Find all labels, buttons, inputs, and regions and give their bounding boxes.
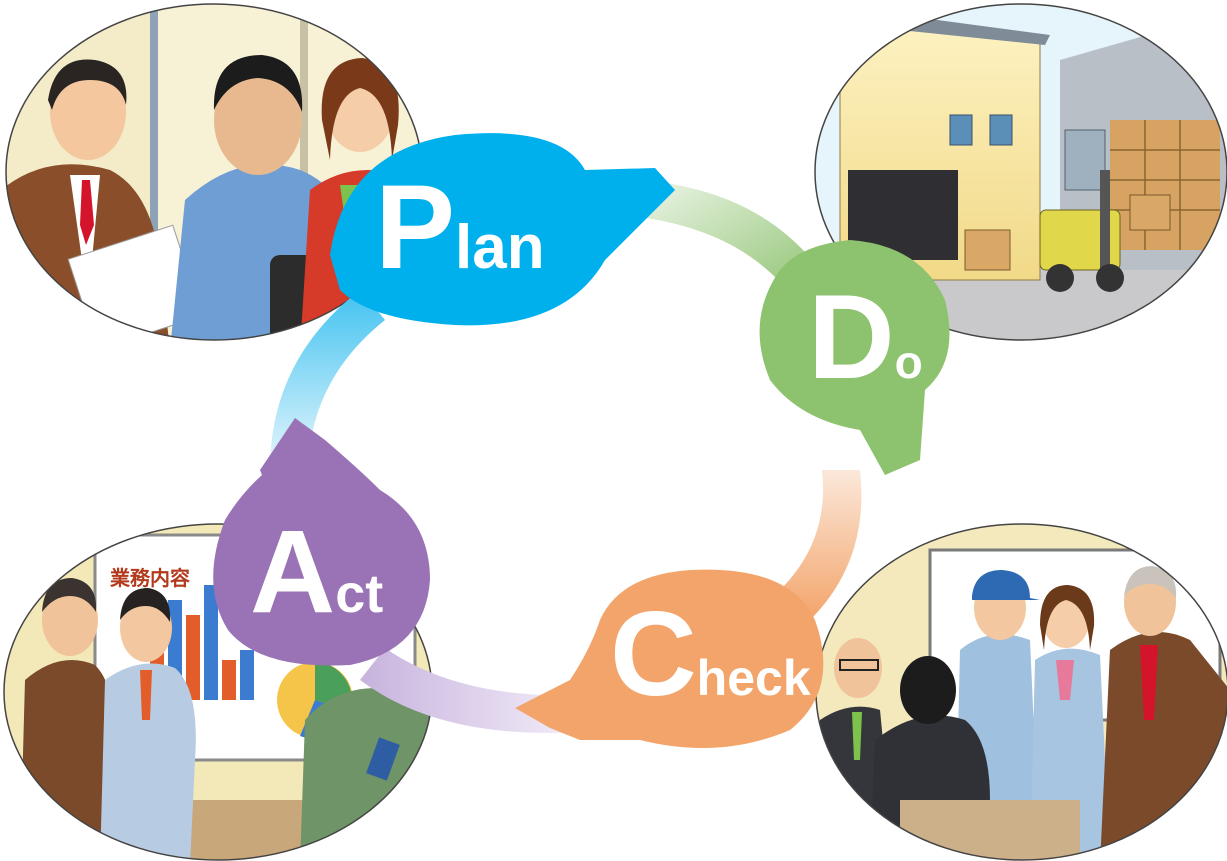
act-stage: Act: [213, 418, 430, 666]
arrow-plan-to-do: [620, 180, 820, 300]
check-initial: C: [610, 587, 697, 721]
act-blob: [213, 418, 430, 666]
do-stage: Do: [759, 240, 950, 475]
plan-initial: P: [375, 160, 455, 294]
do-label: Do: [808, 270, 923, 404]
board-title: 業務内容: [110, 566, 190, 590]
check-stage: Check: [515, 569, 824, 748]
plan-label: Plan: [375, 160, 545, 294]
check-blob: [515, 569, 824, 748]
warehouse-illustration-frame: [814, 3, 1227, 341]
act-initial: A: [250, 506, 335, 638]
plan-rest: lan: [455, 213, 545, 282]
act-rest: ct: [335, 564, 383, 624]
check-label: Check: [610, 587, 811, 721]
plan-stage: Plan: [330, 133, 675, 326]
do-initial: D: [808, 270, 895, 404]
arrow-do-to-check: [780, 470, 862, 620]
review-meeting-illustration: [816, 524, 1227, 860]
act-label: Act: [250, 506, 383, 638]
check-rest: heck: [697, 650, 811, 706]
do-blob: [759, 240, 950, 475]
plan-blob: [330, 133, 675, 326]
do-rest: o: [895, 336, 923, 388]
